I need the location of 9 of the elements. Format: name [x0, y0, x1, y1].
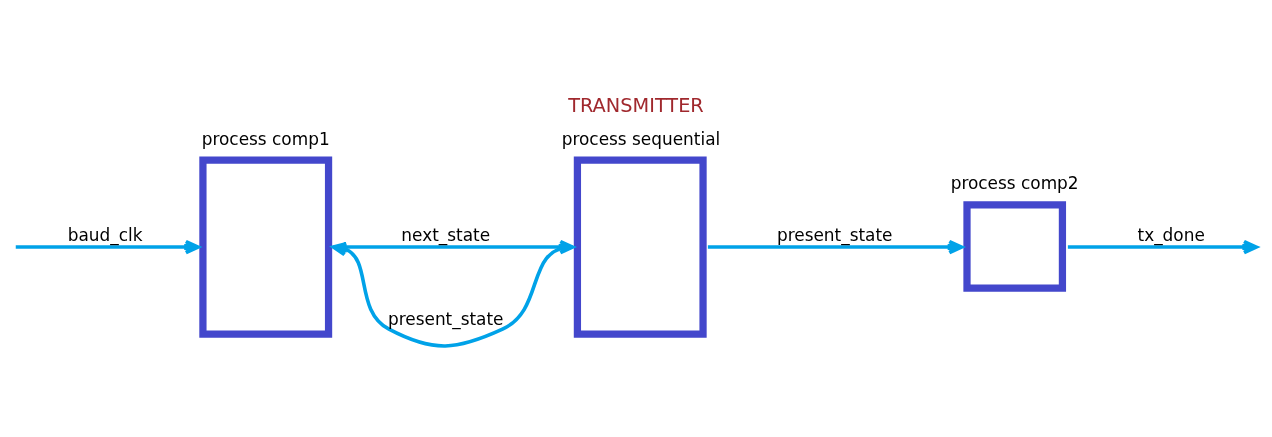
edge-label: present_state [387, 308, 504, 329]
edge-label: next_state [401, 224, 491, 245]
edge-label: baud_clk [67, 224, 143, 245]
node-label: process comp2 [950, 172, 1079, 193]
node-label: process sequential [561, 128, 721, 149]
edge-label: present_state [776, 224, 893, 245]
node-label: process comp1 [201, 128, 330, 149]
diagram-title: TRANSMITTER [568, 93, 704, 117]
edge-label: tx_done [1137, 224, 1205, 245]
